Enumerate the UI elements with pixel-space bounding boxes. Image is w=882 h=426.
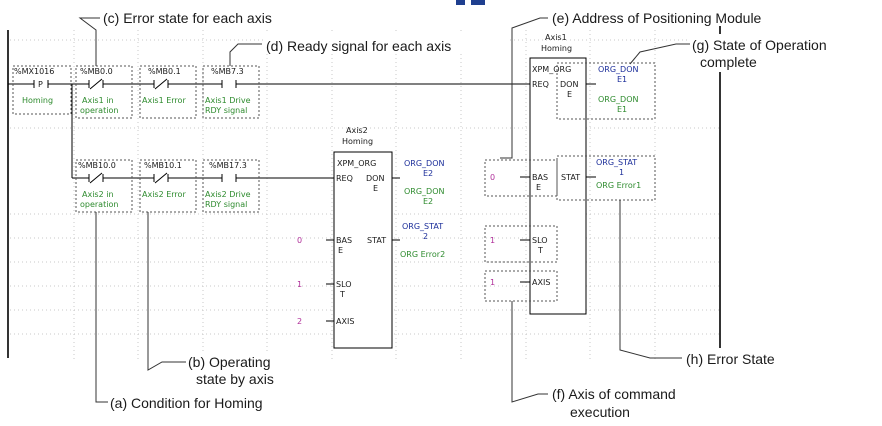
- homing-contact-comment: Homing: [22, 96, 53, 105]
- axis2-operation-comment1: Axis2 in: [82, 190, 114, 199]
- fb2-base-value: 0: [297, 236, 302, 245]
- axis2-operation-box: [75, 159, 133, 213]
- fb1-axis-pin: AXIS: [532, 278, 550, 287]
- axis1-operation-comment2: operation: [80, 106, 118, 115]
- axis1-ready-address: %MB7.3: [211, 67, 244, 76]
- fb1-slot-pin1: SLO: [532, 236, 548, 245]
- callout-a: (a) Condition for Homing: [110, 395, 263, 411]
- callout-b-line1: (b) Operating: [188, 354, 270, 370]
- homing-contact-box: [12, 65, 72, 115]
- fb2-stat-var2: 2: [423, 232, 428, 241]
- fb1-box: [529, 57, 587, 315]
- axis1-error-box: [139, 65, 197, 119]
- axis2-ready-address: %MB17.3: [209, 161, 247, 170]
- fb1-name: XPM_ORG: [532, 65, 571, 74]
- fb2-stat-pin: STAT: [367, 236, 386, 245]
- homing-contact-address: %MX1016: [14, 67, 54, 76]
- fb1-stat-var1: ORG_STAT: [596, 158, 637, 167]
- axis1-operation-comment1: Axis1 in: [82, 96, 114, 105]
- axis2-error-comment: Axis2 Error: [142, 190, 186, 199]
- fb1-title2: Homing: [541, 44, 572, 53]
- fb1-stat-var2: 1: [619, 168, 624, 177]
- rung1-wiring: [8, 78, 530, 178]
- fb2-axis-value: 2: [297, 317, 302, 326]
- callout-d: (d) Ready signal for each axis: [266, 38, 451, 54]
- axis2-error-box: [139, 159, 197, 213]
- fb2-done-pin2: E: [373, 184, 378, 193]
- callout-f-line2: execution: [570, 404, 630, 420]
- fb2-slot-pin2: T: [339, 290, 345, 299]
- fb1-done-pin2: E: [567, 90, 572, 99]
- fb1-stat-comment: ORG Error1: [596, 181, 641, 190]
- callout-texts: (c) Error state for each axis (d) Ready …: [100, 6, 882, 422]
- fb1-done-box: [556, 62, 656, 120]
- axis1-ready-box: [202, 65, 260, 119]
- fb2-title1: Axis2: [346, 126, 368, 135]
- fb2-axis-pin: AXIS: [336, 317, 354, 326]
- fb2-slot-value: 1: [297, 280, 302, 289]
- fb2-name: XPM_ORG: [337, 159, 376, 168]
- fb2-req-pin: REQ: [336, 174, 353, 183]
- rung1-contacts: %MX1016 P Homing %MB0.0 Axis1 in operati…: [12, 65, 260, 119]
- fb2-done-comment1: ORG_DON: [404, 187, 445, 196]
- axis1-error-comment: Axis1 Error: [142, 96, 186, 105]
- fb1-base-box: [484, 159, 558, 197]
- axis2-operation-comment2: operation: [80, 200, 118, 209]
- axis1-operation-box: [75, 65, 133, 119]
- fb2-slot-pin1: SLO: [336, 280, 352, 289]
- fb1-done-var1: ORG_DON: [598, 65, 639, 74]
- axis2-homing-function-block: Axis2 Homing XPM_ORG REQ DON E BAS E STA…: [297, 126, 445, 349]
- fb1-stat-pin: STAT: [561, 173, 580, 182]
- callout-h: (h) Error State: [686, 351, 775, 367]
- axis1-homing-function-block: Axis1 Homing XPM_ORG REQ DON E BAS E STA…: [484, 33, 656, 315]
- rung2-contacts: %MB10.0 Axis2 in operation %MB10.1 Axis2…: [75, 159, 260, 213]
- fb1-axis-box: [484, 270, 558, 302]
- fb1-done-comment1: ORG_DON: [598, 95, 639, 104]
- fb1-axis-value: 1: [490, 278, 495, 287]
- fb1-base-value: 0: [490, 173, 495, 182]
- fb1-slot-pin2: T: [537, 246, 543, 255]
- axis1-ready-comment1: Axis1 Drive: [205, 96, 251, 105]
- axis2-error-address: %MB10.1: [144, 161, 182, 170]
- fb1-slot-box: [484, 225, 558, 263]
- axis1-operation-address: %MB0.0: [80, 67, 113, 76]
- callout-b-line2: state by axis: [196, 371, 274, 387]
- callout-g-line2: complete: [700, 54, 757, 70]
- fb2-title2: Homing: [342, 137, 373, 146]
- axis1-ready-comment2: RDY signal: [205, 106, 247, 115]
- fb2-base-pin1: BAS: [336, 236, 352, 245]
- axis2-ready-comment1: Axis2 Drive: [205, 190, 251, 199]
- fb2-stat-var1: ORG_STAT: [402, 222, 443, 231]
- fb1-base-pin2: E: [536, 183, 541, 192]
- callout-f-line1: (f) Axis of command: [552, 386, 676, 402]
- fb1-base-pin1: BAS: [532, 173, 548, 182]
- axis2-ready-comment2: RDY signal: [205, 200, 247, 209]
- fb2-done-var1: ORG_DON: [404, 159, 445, 168]
- axis2-ready-box: [202, 159, 260, 213]
- axis2-operation-address: %MB10.0: [78, 161, 116, 170]
- callout-e: (e) Address of Positioning Module: [552, 10, 762, 26]
- fb1-slot-value: 1: [490, 236, 495, 245]
- fb1-done-var2: E1: [617, 75, 627, 84]
- fb2-box: [333, 151, 393, 349]
- fb1-req-pin: REQ: [532, 80, 549, 89]
- fb2-base-pin2: E: [338, 246, 343, 255]
- fb2-done-pin1: DON: [366, 174, 384, 183]
- rung2-wiring: [72, 172, 334, 184]
- fb1-title1: Axis1: [545, 33, 567, 42]
- callout-leaders: [78, 17, 690, 403]
- fb2-stat-comment: ORG Error2: [400, 250, 445, 259]
- callout-g-line1: (g) State of Operation: [692, 37, 827, 53]
- fb1-done-pin1: DON: [560, 80, 578, 89]
- axis1-error-address: %MB0.1: [148, 67, 181, 76]
- callout-c: (c) Error state for each axis: [103, 10, 272, 26]
- title-fragment: [456, 0, 485, 5]
- fb1-done-comment2: E1: [617, 105, 627, 114]
- fb2-done-comment2: E2: [423, 197, 433, 206]
- fb2-done-var2: E2: [423, 169, 433, 178]
- homing-contact-symbol: P: [38, 80, 43, 89]
